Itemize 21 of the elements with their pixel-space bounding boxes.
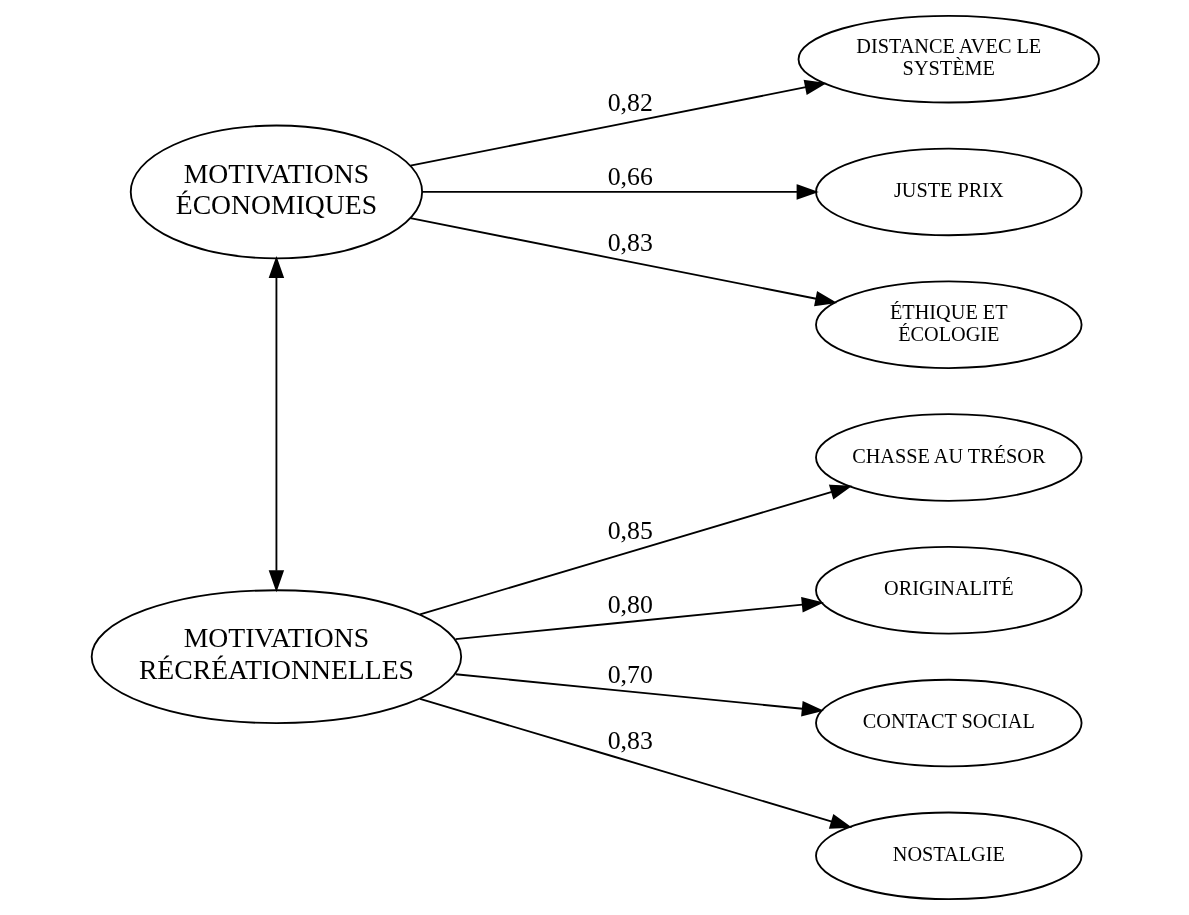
arrow xyxy=(421,184,819,200)
node-ellipse: MOTIVATIONS ÉCONOMIQUES xyxy=(129,124,423,260)
edge-label: 0,83 xyxy=(607,726,653,756)
node-ellipse: DISTANCE AVEC LE SYSTÈME xyxy=(797,14,1100,104)
arrow xyxy=(454,597,824,640)
edge-label: 0,66 xyxy=(607,161,653,191)
node-ellipse: CONTACT SOCIAL xyxy=(814,678,1082,768)
edge-label: 0,85 xyxy=(607,516,653,546)
arrow xyxy=(408,79,827,167)
arrow xyxy=(408,217,837,307)
arrow xyxy=(268,255,284,593)
arrow xyxy=(418,484,852,616)
arrow xyxy=(454,673,824,717)
edge-label: 0,82 xyxy=(607,88,653,118)
node-ellipse: JUSTE PRIX xyxy=(814,147,1082,237)
edge-label: 0,83 xyxy=(607,228,653,258)
arrow xyxy=(418,698,852,829)
edge-label: 0,70 xyxy=(607,659,653,689)
node-ellipse: MOTIVATIONS RÉCRÉATIONNELLES xyxy=(90,589,462,724)
edge-label: 0,80 xyxy=(607,589,653,619)
node-ellipse: ORIGINALITÉ xyxy=(814,546,1082,635)
